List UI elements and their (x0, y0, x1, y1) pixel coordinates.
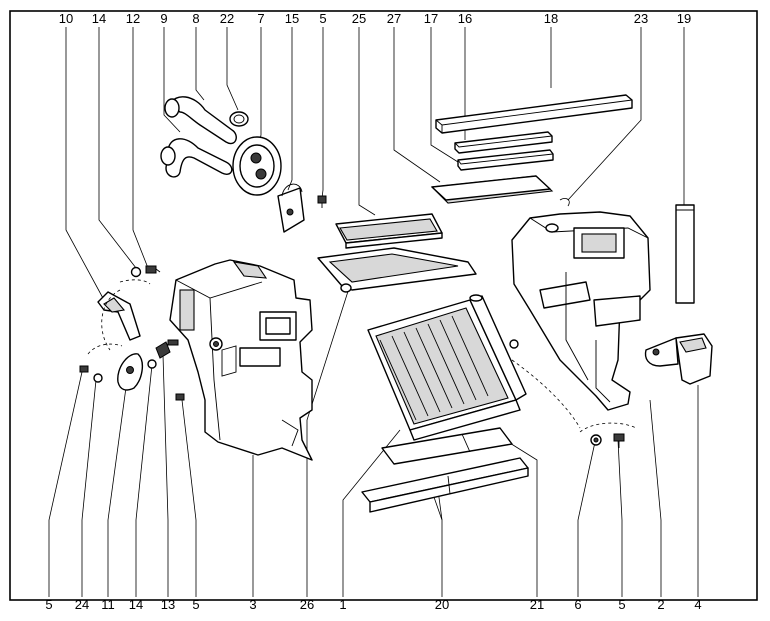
leader-27 (393, 27, 441, 183)
bottom-labels: 5 24 11 14 13 5 3 26 1 20 21 6 5 2 4 (45, 597, 701, 612)
label-3: 3 (249, 597, 256, 612)
label-24: 24 (75, 597, 89, 612)
leader-14-top (98, 27, 137, 269)
leader-8 (195, 27, 205, 101)
leader-6 (577, 441, 596, 597)
part-18-foam-strip (435, 94, 633, 134)
label-16: 16 (458, 11, 472, 26)
leader-lines (48, 27, 699, 597)
diagram-border (9, 10, 758, 601)
part-17-strip (457, 149, 554, 171)
leader-7 (257, 27, 262, 149)
part-8-9-hoses (160, 96, 237, 178)
part-23-clip (559, 197, 570, 207)
label-15: 15 (285, 11, 299, 26)
part-5-screws-left (79, 365, 185, 401)
part-16-strip (454, 131, 553, 154)
leader-5-b3 (617, 439, 623, 597)
label-14: 14 (92, 11, 106, 26)
leader-20 (437, 489, 443, 597)
label-11: 11 (101, 597, 115, 612)
label-8: 8 (192, 11, 199, 26)
label-9: 9 (160, 11, 167, 26)
leader-25 (358, 27, 376, 216)
label-25: 25 (352, 11, 366, 26)
part-27-filter-pad (430, 175, 554, 204)
label-6: 6 (574, 597, 581, 612)
part-25-filter-frame (335, 213, 443, 249)
part-2-right-housing (511, 211, 651, 411)
label-5-b1: 5 (45, 597, 52, 612)
label-5-top: 5 (319, 11, 326, 26)
leader-13 (162, 354, 169, 597)
label-7: 7 (257, 11, 264, 26)
part-21-seal (381, 427, 513, 465)
part-10-lever (97, 291, 141, 341)
label-27: 27 (387, 11, 401, 26)
part-6-5-fasteners-right (590, 433, 625, 448)
leader-5-top (321, 27, 324, 199)
leader-15 (287, 27, 293, 191)
assembly-dash-left-1 (101, 289, 121, 351)
part-14-12-fasteners-top (130, 265, 161, 278)
label-5-b2: 5 (192, 597, 199, 612)
leader-5-b2 (181, 399, 197, 597)
label-23: 23 (634, 11, 648, 26)
part-7-grommet (232, 136, 282, 196)
leader-17 (430, 27, 459, 163)
label-5-b3: 5 (618, 597, 625, 612)
label-10: 10 (59, 11, 73, 26)
assembly-dash-left-2 (87, 343, 123, 355)
label-14-b: 14 (129, 597, 143, 612)
leader-24 (81, 379, 97, 597)
assembly-dash-right (579, 422, 637, 433)
label-2: 2 (657, 597, 664, 612)
leader-9 (163, 27, 181, 133)
leader-1 (342, 429, 401, 597)
label-18: 18 (544, 11, 558, 26)
part-20-foam-block (361, 457, 529, 513)
leader-23 (567, 27, 642, 201)
part-22-clamp (229, 111, 249, 127)
label-22: 22 (220, 11, 234, 26)
label-12: 12 (126, 11, 140, 26)
leader-12 (132, 27, 149, 269)
leader-10 (65, 27, 105, 301)
label-26: 26 (300, 597, 314, 612)
label-19: 19 (677, 11, 691, 26)
leader-22 (226, 27, 239, 111)
part-26-tray (317, 247, 477, 293)
part-11-cam (117, 353, 144, 391)
part-4-flap (644, 333, 713, 385)
part-24-washer (93, 373, 103, 383)
assembly-dash-left-3 (119, 279, 151, 285)
leader-2 (649, 399, 662, 597)
leader-14-b (135, 364, 153, 597)
label-13: 13 (161, 597, 175, 612)
part-5-screw-top (317, 195, 327, 208)
leader-5-b1 (48, 371, 83, 597)
part-19-bar (675, 204, 695, 304)
leader-21 (504, 439, 538, 597)
part-1-heater-core (367, 294, 527, 441)
leader-11 (107, 379, 128, 597)
part-3-left-housing (169, 259, 313, 461)
assembly-dash-right-2 (511, 359, 581, 429)
top-labels: 10 14 12 9 8 22 7 15 5 25 27 17 16 18 23… (59, 11, 691, 26)
leader-26 (306, 284, 351, 597)
label-20: 20 (435, 597, 449, 612)
part-15-bracket (277, 183, 305, 233)
label-1: 1 (339, 597, 346, 612)
label-4: 4 (694, 597, 701, 612)
label-17: 17 (424, 11, 438, 26)
part-13-14-small (147, 339, 179, 369)
label-21: 21 (530, 597, 544, 612)
